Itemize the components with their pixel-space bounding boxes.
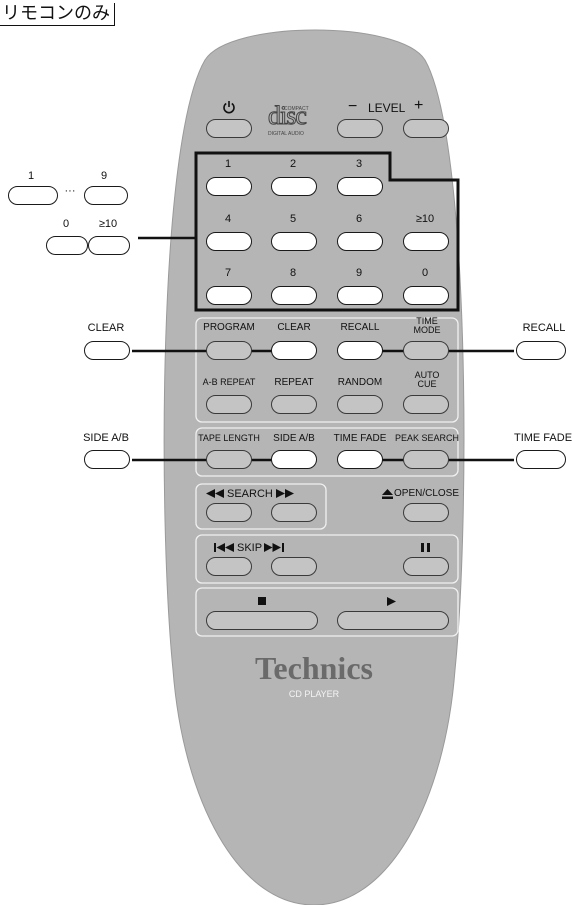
numpad-button-2[interactable] — [271, 177, 317, 196]
callout-label-ten: ≥10 — [98, 218, 118, 230]
program-label: PROGRAM — [203, 322, 255, 333]
callout-label-1: 1 — [27, 170, 35, 182]
callout-button-9 — [84, 186, 128, 205]
level-plus-sign: + — [414, 97, 424, 114]
numpad-button-ten[interactable] — [403, 232, 449, 251]
stop-icon — [258, 597, 266, 605]
numpad-label: 2 — [289, 158, 297, 170]
power-button[interactable] — [206, 119, 252, 138]
disc-logo: disc — [268, 101, 308, 130]
play-icon — [387, 597, 396, 606]
numpad-button-1[interactable] — [206, 177, 252, 196]
callout-button-0 — [46, 236, 88, 255]
numpad-button-5[interactable] — [271, 232, 317, 251]
time-fade-button[interactable] — [337, 450, 383, 469]
disc-logo-bottom: DIGITAL AUDIO — [268, 131, 304, 137]
numpad-label: 6 — [355, 213, 363, 225]
numpad-button-7[interactable] — [206, 286, 252, 305]
brand-logo: Technics — [255, 650, 373, 686]
time-mode-button[interactable] — [403, 341, 449, 360]
numpad-button-4[interactable] — [206, 232, 252, 251]
ab-repeat-button[interactable] — [206, 395, 252, 414]
page-title: リモコンのみ — [0, 3, 115, 26]
time-mode-label: TIME MODE — [413, 316, 441, 335]
numpad-button-3[interactable] — [337, 177, 383, 196]
callout-button-time-fade — [516, 450, 566, 469]
clear-label: CLEAR — [277, 322, 311, 333]
time-fade-label: TIME FADE — [333, 433, 387, 444]
rewind-icon — [206, 489, 224, 498]
program-button[interactable] — [206, 341, 252, 360]
recall-button[interactable] — [337, 341, 383, 360]
callout-button-1 — [8, 186, 58, 205]
skip-label: SKIP — [237, 542, 263, 554]
callout-label-clear: CLEAR — [87, 322, 125, 334]
peak-search-button[interactable] — [403, 450, 449, 469]
callout-label-0: 0 — [62, 218, 70, 230]
search-forward-button[interactable] — [271, 503, 317, 522]
callout-button-clear — [84, 341, 130, 360]
numpad-label: 9 — [355, 267, 363, 279]
numpad-label: 0 — [421, 267, 429, 279]
pause-icon — [421, 543, 430, 552]
clear-button[interactable] — [271, 341, 317, 360]
numpad-label: 7 — [224, 267, 232, 279]
numpad-label: 3 — [355, 158, 363, 170]
callout-dots: ··· — [64, 185, 76, 197]
numpad-label: 8 — [289, 267, 297, 279]
search-label: SEARCH — [227, 488, 273, 500]
recall-label: RECALL — [340, 322, 380, 333]
numpad-button-8[interactable] — [271, 286, 317, 305]
repeat-label: REPEAT — [274, 377, 314, 388]
repeat-button[interactable] — [271, 395, 317, 414]
numpad-label: 1 — [224, 158, 232, 170]
level-label: LEVEL — [368, 101, 406, 115]
skip-forward-button[interactable] — [271, 557, 317, 576]
skip-back-icon — [214, 543, 234, 552]
numpad-button-9[interactable] — [337, 286, 383, 305]
ab-repeat-label: A-B REPEAT — [202, 377, 256, 387]
search-back-button[interactable] — [206, 503, 252, 522]
callout-label-time-fade: TIME FADE — [513, 432, 572, 444]
callout-label-9: 9 — [100, 170, 108, 182]
side-ab-button[interactable] — [271, 450, 317, 469]
power-icon — [223, 101, 235, 114]
eject-icon — [382, 489, 393, 499]
random-label: RANDOM — [337, 377, 383, 388]
numpad-button-6[interactable] — [337, 232, 383, 251]
callout-button-recall — [516, 341, 566, 360]
numpad-label: 5 — [289, 213, 297, 225]
callout-button-ten — [88, 236, 130, 255]
open-close-button[interactable] — [403, 503, 449, 522]
side-ab-label: SIDE A/B — [273, 433, 315, 444]
peak-search-label: PEAK SEARCH — [394, 433, 460, 443]
random-button[interactable] — [337, 395, 383, 414]
callout-label-side-ab: SIDE A/B — [83, 432, 129, 444]
callout-label-recall: RECALL — [522, 322, 566, 334]
fast-forward-icon — [276, 489, 294, 498]
tape-length-button[interactable] — [206, 450, 252, 469]
numpad-label: 4 — [224, 213, 232, 225]
level-minus-sign: − — [348, 98, 358, 115]
numpad-button-0[interactable] — [403, 286, 449, 305]
numpad-label: ≥10 — [415, 213, 435, 225]
auto-cue-label: AUTO CUE — [414, 370, 440, 389]
callout-button-side-ab — [84, 450, 130, 469]
auto-cue-button[interactable] — [403, 395, 449, 414]
tape-length-label: TAPE LENGTH — [198, 433, 260, 443]
level-up-button[interactable] — [403, 119, 449, 138]
play-button[interactable] — [337, 611, 449, 630]
level-down-button[interactable] — [337, 119, 383, 138]
model-label: CD PLAYER — [288, 689, 340, 699]
open-close-label: OPEN/CLOSE — [394, 488, 460, 499]
disc-logo-top: COMPACT — [284, 106, 309, 112]
skip-back-button[interactable] — [206, 557, 252, 576]
stop-button[interactable] — [206, 611, 318, 630]
pause-button[interactable] — [403, 557, 449, 576]
skip-forward-icon — [264, 543, 284, 552]
